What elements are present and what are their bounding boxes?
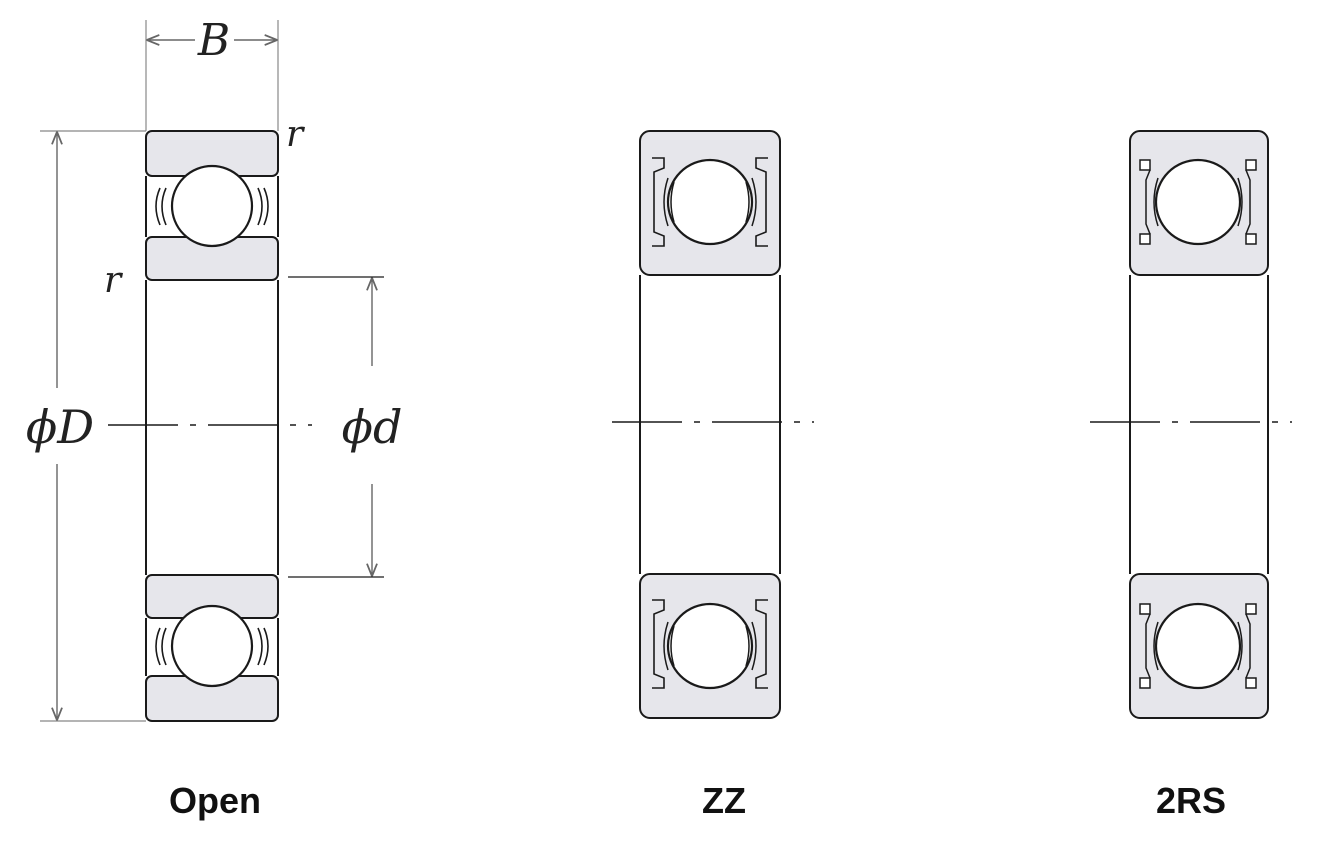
corner-radius-label-bottom: r <box>104 260 123 301</box>
open-caption: Open <box>168 780 261 821</box>
2rs-caption: 2RS <box>1155 780 1227 821</box>
2rs-ball-bottom <box>1154 602 1242 690</box>
zz-caption: ZZ <box>702 780 746 821</box>
zz-ball-bottom <box>666 602 754 690</box>
bore-diameter-label: ϕd <box>342 400 403 454</box>
outer-diameter-dimension: ϕD <box>26 130 146 722</box>
zz-ball-top <box>666 158 754 246</box>
open-bearing: B r r ϕD ϕd <box>26 15 403 722</box>
bore-diameter-dimension: ϕd <box>288 276 403 578</box>
width-dimension: B <box>145 15 279 131</box>
outer-diameter-label: ϕD <box>26 400 94 454</box>
ball-bottom <box>170 604 254 688</box>
width-label: B <box>197 15 230 66</box>
2rs-ball-top <box>1154 158 1242 246</box>
zz-bearing <box>612 130 814 719</box>
2rs-bearing <box>1090 130 1292 719</box>
corner-radius-label-top: r <box>286 114 305 155</box>
ball-top <box>170 164 254 248</box>
